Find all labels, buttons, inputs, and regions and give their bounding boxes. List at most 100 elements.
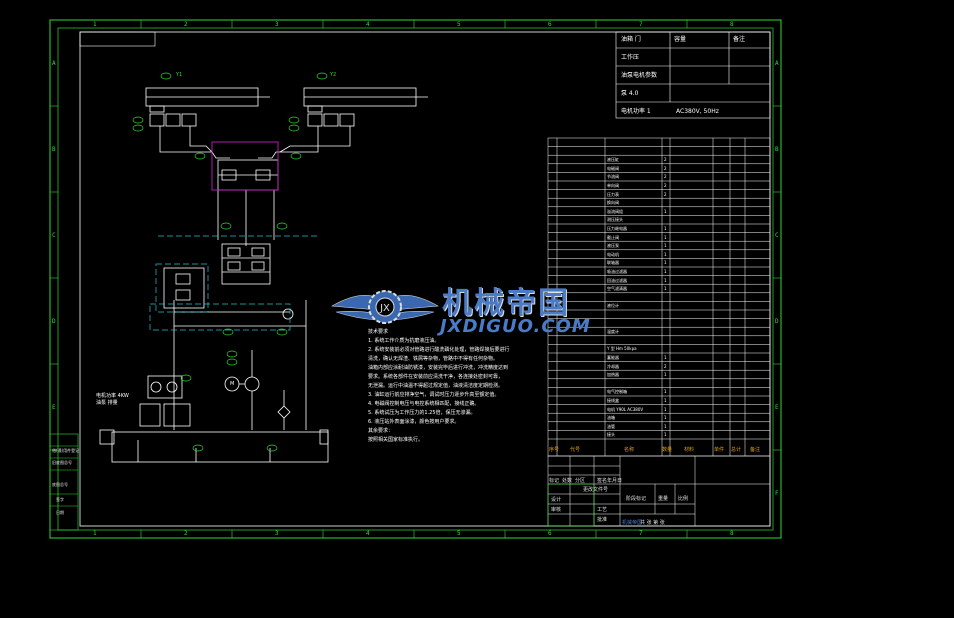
bom-row-name: 接线盒	[607, 398, 619, 403]
zone-col-2-bottom: 2	[184, 530, 188, 537]
bom-row-name: 压力表	[607, 191, 619, 197]
notes-line: 3. 油缸运行前应排净空气，调试时压力逐步升高至额定值。	[368, 392, 500, 398]
zone-row-c-right: C	[775, 232, 779, 239]
bom-row-name: Y 型 Hm 50kpa	[607, 346, 637, 352]
bom-row-qty: 1	[664, 415, 667, 421]
bom-row-qty: 1	[664, 286, 667, 292]
bom-row-qty: 2	[664, 191, 667, 197]
zone-col-8-bottom: 8	[730, 530, 734, 537]
info-row-2-a: 工作压	[621, 54, 640, 61]
tb-sheet: 共 张 第 张	[640, 520, 665, 526]
info-row-3-a: 油泵电机参数	[621, 72, 658, 79]
zone-col-6: 6	[548, 21, 552, 28]
annotation-markers	[132, 72, 328, 452]
left-strip-2: 旧底图总号	[52, 460, 72, 465]
bom-row-qty: 1	[664, 398, 667, 403]
zone-row-e-right: E	[775, 404, 779, 411]
bom-row-qty: 2	[664, 183, 667, 188]
bom-row-name: 压力继电器	[607, 226, 627, 231]
notes-line: 要求。系统各部件在安装前应清洗干净，各连接处密封可靠，	[368, 374, 504, 380]
tb-weight: 重量	[658, 496, 669, 502]
bom-row-qty: 1	[664, 372, 667, 378]
title-block	[547, 455, 771, 527]
bom-row-name: 电动机	[607, 251, 619, 257]
bom-header-code: 代号	[570, 447, 581, 453]
bom-row-qty: 1	[664, 243, 667, 249]
notes-line: 2. 系统安装前必须对管路进行酸洗磷化处理，管路焊接后要进行	[368, 347, 510, 353]
bom-row-name: 加热器	[607, 372, 619, 378]
tb-sign: 签名	[597, 478, 608, 484]
title-block-highlight	[547, 483, 595, 527]
bom-row-name: 油管	[607, 423, 615, 429]
zone-col-3-bottom: 3	[275, 530, 279, 537]
bom-row-qty: 1	[664, 406, 667, 412]
bom-header-name: 名称	[624, 447, 635, 453]
bom-row-qty: 1	[664, 277, 667, 283]
bom-row-qty: 1	[664, 355, 667, 360]
zone-col-1-bottom: 1	[93, 530, 97, 537]
tb-date: 年月日	[607, 478, 623, 484]
bom-row-qty: 1	[664, 389, 667, 395]
bom-row-qty: 1	[664, 269, 667, 274]
bom-row-name: 换向阀	[607, 200, 619, 206]
bom-table-grid	[547, 137, 771, 457]
bom-row-qty: 2	[664, 363, 667, 369]
bom-row-name: 回油过滤器	[607, 277, 627, 283]
tag-pump-note: 电机功率 4KW	[96, 393, 129, 399]
info-row-1-c: 备注	[733, 36, 746, 43]
bom-header-unit: 单件	[714, 447, 725, 453]
info-row-5-a: 电机功率 1	[621, 108, 651, 115]
svg-text:JX: JX	[379, 303, 390, 314]
tb-role-review: 审核	[551, 507, 562, 513]
zone-row-f-right: F	[775, 490, 779, 497]
watermark-en: JXDIGUO.COM	[440, 316, 591, 337]
top-left-code-box	[79, 31, 156, 47]
zone-col-5-bottom: 5	[457, 530, 461, 537]
notes-line: 6. 液压站外表面涂漆，颜色按用户要求。	[368, 419, 460, 425]
bom-row-name: 液压泵	[607, 243, 619, 249]
zone-col-3: 3	[275, 21, 279, 28]
tb-role-process: 工艺	[597, 507, 608, 513]
notes-title: 技术要求	[368, 329, 389, 335]
centerlines	[149, 235, 318, 331]
notes-line: 5. 系统试压为工作压力的1.25倍，保压无渗漏。	[368, 410, 476, 416]
technical-requirements: 技术要求 1. 系统工作介质为抗磨液压油。 2. 系统安装前必须对管路进行酸洗磷…	[368, 328, 518, 445]
bom-row-qty: 1	[664, 423, 667, 429]
winged-gear-logo-icon: JX	[331, 290, 439, 324]
bom-row-name: 蓄能器	[607, 355, 619, 360]
zone-row-a-right: A	[775, 60, 779, 67]
notes-line: 其余要求：	[368, 428, 394, 434]
tb-mark: 标记	[549, 478, 560, 484]
notes-line: 1. 系统工作介质为抗磨液压油。	[368, 338, 440, 344]
bom-row-qty: 1	[664, 251, 667, 257]
tb-zone: 分区	[575, 478, 586, 484]
zone-ticks	[50, 20, 781, 538]
tb-scale: 比例	[678, 496, 689, 502]
bom-row-name: 液压缸	[607, 157, 619, 163]
bom-row-name: 液位计	[607, 303, 619, 309]
tb-change: 更改文件号	[583, 487, 609, 493]
bom-row-qty: 1	[664, 226, 667, 231]
bom-row-name: 接头	[607, 432, 615, 438]
left-strip-5: 日期	[56, 510, 64, 515]
zone-row-a: A	[52, 60, 56, 67]
zone-col-6-bottom: 6	[548, 530, 552, 537]
bom-row-name: 温度计	[607, 329, 619, 335]
bom-row-qty: 1	[664, 432, 667, 438]
tb-stage: 阶段标记	[626, 496, 647, 502]
oil-tank	[111, 431, 329, 463]
zone-row-b: B	[52, 146, 56, 153]
bom-row-name: 截止阀	[607, 234, 619, 240]
zone-row-d: D	[52, 318, 56, 325]
bom-row-name: 单向阀	[607, 183, 619, 188]
zone-row-c: C	[52, 232, 56, 239]
bom-row-name: 电机 Y90L AC380V	[607, 406, 644, 412]
notes-line: 清洗，确认无焊渣、铁屑等杂物，管路中不得有任何杂物。	[368, 356, 499, 362]
info-row-4-a: 泵 4.0	[621, 90, 639, 97]
info-row-1-b: 容量	[674, 36, 687, 43]
zone-row-b-right: B	[775, 146, 779, 153]
bom-row-name: 溢流阀组	[607, 208, 623, 214]
bom-header-remark: 备注	[750, 447, 761, 453]
bom-row-qty: 2	[664, 157, 667, 163]
